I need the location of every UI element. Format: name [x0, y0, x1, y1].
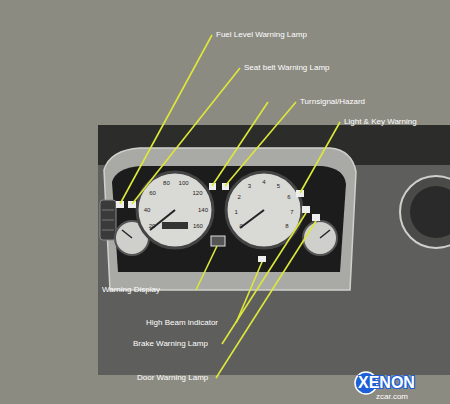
leader-line: [132, 68, 240, 204]
warning-lamp: [296, 190, 304, 197]
leader-line: [216, 221, 316, 378]
vent-slat: [102, 230, 114, 231]
leader-line: [222, 213, 306, 344]
watermark-logo: XENON: [358, 375, 415, 391]
callout-label: Warning Display: [102, 286, 160, 294]
warning-lamp: [128, 201, 136, 208]
callout-label: Brake Warning Lamp: [133, 340, 208, 348]
gauge-number: 2: [237, 194, 240, 200]
callout-label: High Beam indicator: [146, 319, 218, 327]
gauge-needle: [320, 230, 330, 238]
gauge-number: 0: [239, 223, 242, 229]
warning-lamp: [312, 214, 320, 221]
gauge-number: 40: [144, 207, 151, 213]
gauge-number: 80: [163, 180, 170, 186]
gauge-number: 140: [198, 207, 208, 213]
leader-lines: [120, 35, 340, 378]
gauge-number: 4: [262, 179, 265, 185]
gauge-needle: [122, 230, 132, 238]
tachometer-needle: [240, 210, 264, 228]
air-vent: [100, 200, 116, 240]
temp-gauge: [303, 221, 337, 255]
gauge-number: 1: [234, 209, 237, 215]
gauge-number: 3: [248, 183, 251, 189]
gauge-number: 6: [287, 194, 290, 200]
gauge-number: 120: [193, 190, 203, 196]
photo-frame: [98, 125, 450, 375]
warning-lamp: [258, 256, 266, 262]
warning-lamp: [116, 201, 124, 208]
watermark-url: zcar.com: [376, 393, 408, 401]
gauge-number: 100: [179, 180, 189, 186]
leader-line: [196, 246, 217, 290]
gauge-number: 5: [277, 183, 280, 189]
warning-lamp: [302, 206, 310, 213]
warning-display: [211, 236, 225, 246]
gauge-number: 20: [149, 223, 156, 229]
leader-line: [236, 262, 262, 323]
leader-line: [225, 102, 296, 186]
warning-lamp: [222, 183, 229, 190]
vent-slat: [102, 220, 114, 221]
callout-label: Door Warning Lamp: [137, 374, 208, 382]
leader-line: [300, 122, 340, 193]
gauge-number: 160: [193, 223, 203, 229]
callout-label: Fuel Level Warning Lamp: [216, 31, 307, 39]
cluster-hood: [104, 148, 356, 290]
callout-label: Light & Key Warning: [344, 118, 417, 126]
callout-label: Turnsignal/Hazard: [300, 98, 365, 106]
odometer: [162, 222, 188, 229]
gauge-number: 7: [290, 209, 293, 215]
gauge-number: 60: [149, 190, 156, 196]
vent-slat: [102, 210, 114, 211]
gauge-number: 8: [285, 223, 288, 229]
side-gauge: [400, 176, 450, 248]
side-gauge-face: [410, 186, 450, 238]
callout-label: Seat belt Warning Lamp: [244, 64, 330, 72]
